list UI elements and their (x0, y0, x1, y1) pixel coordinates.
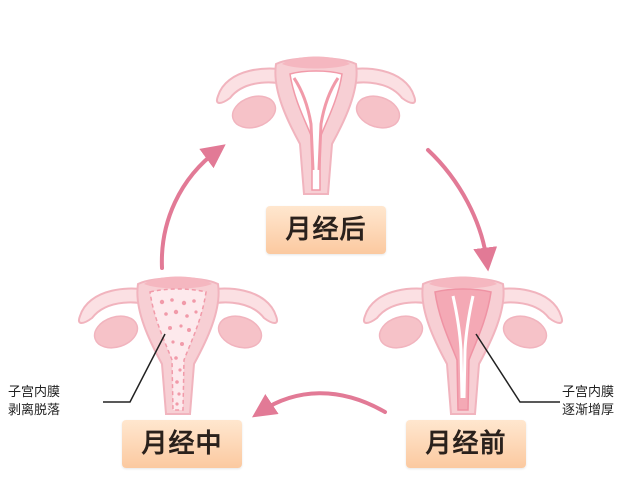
cycle-arrow-during-to-after (159, 144, 226, 270)
thickening-leader-line (475, 333, 560, 403)
uterus-after-menstruation (215, 55, 417, 196)
annotation-thickening-line1: 子宫内膜 (562, 385, 615, 400)
annotation-thickening-line2: 逐渐增厚 (562, 403, 615, 418)
shedding-leader-line (103, 333, 166, 403)
annotation-shedding-line1: 子宫内膜 (8, 385, 61, 400)
stage-label-during: 月经中 (122, 420, 242, 468)
uterus-before-menstruation (362, 275, 564, 416)
annotation-thickening: 子宫内膜 逐渐增厚 (562, 384, 614, 420)
annotation-shedding-line2: 剥离脱落 (8, 403, 61, 418)
stage-label-after: 月经后 (266, 206, 386, 254)
stage-label-before: 月经前 (406, 420, 526, 468)
cycle-arrow-before-to-during (252, 391, 387, 418)
annotation-shedding: 子宫内膜 剥离脱落 (8, 384, 60, 420)
cycle-arrow-after-to-before (426, 148, 498, 272)
uterus-during-menstruation (77, 275, 279, 415)
